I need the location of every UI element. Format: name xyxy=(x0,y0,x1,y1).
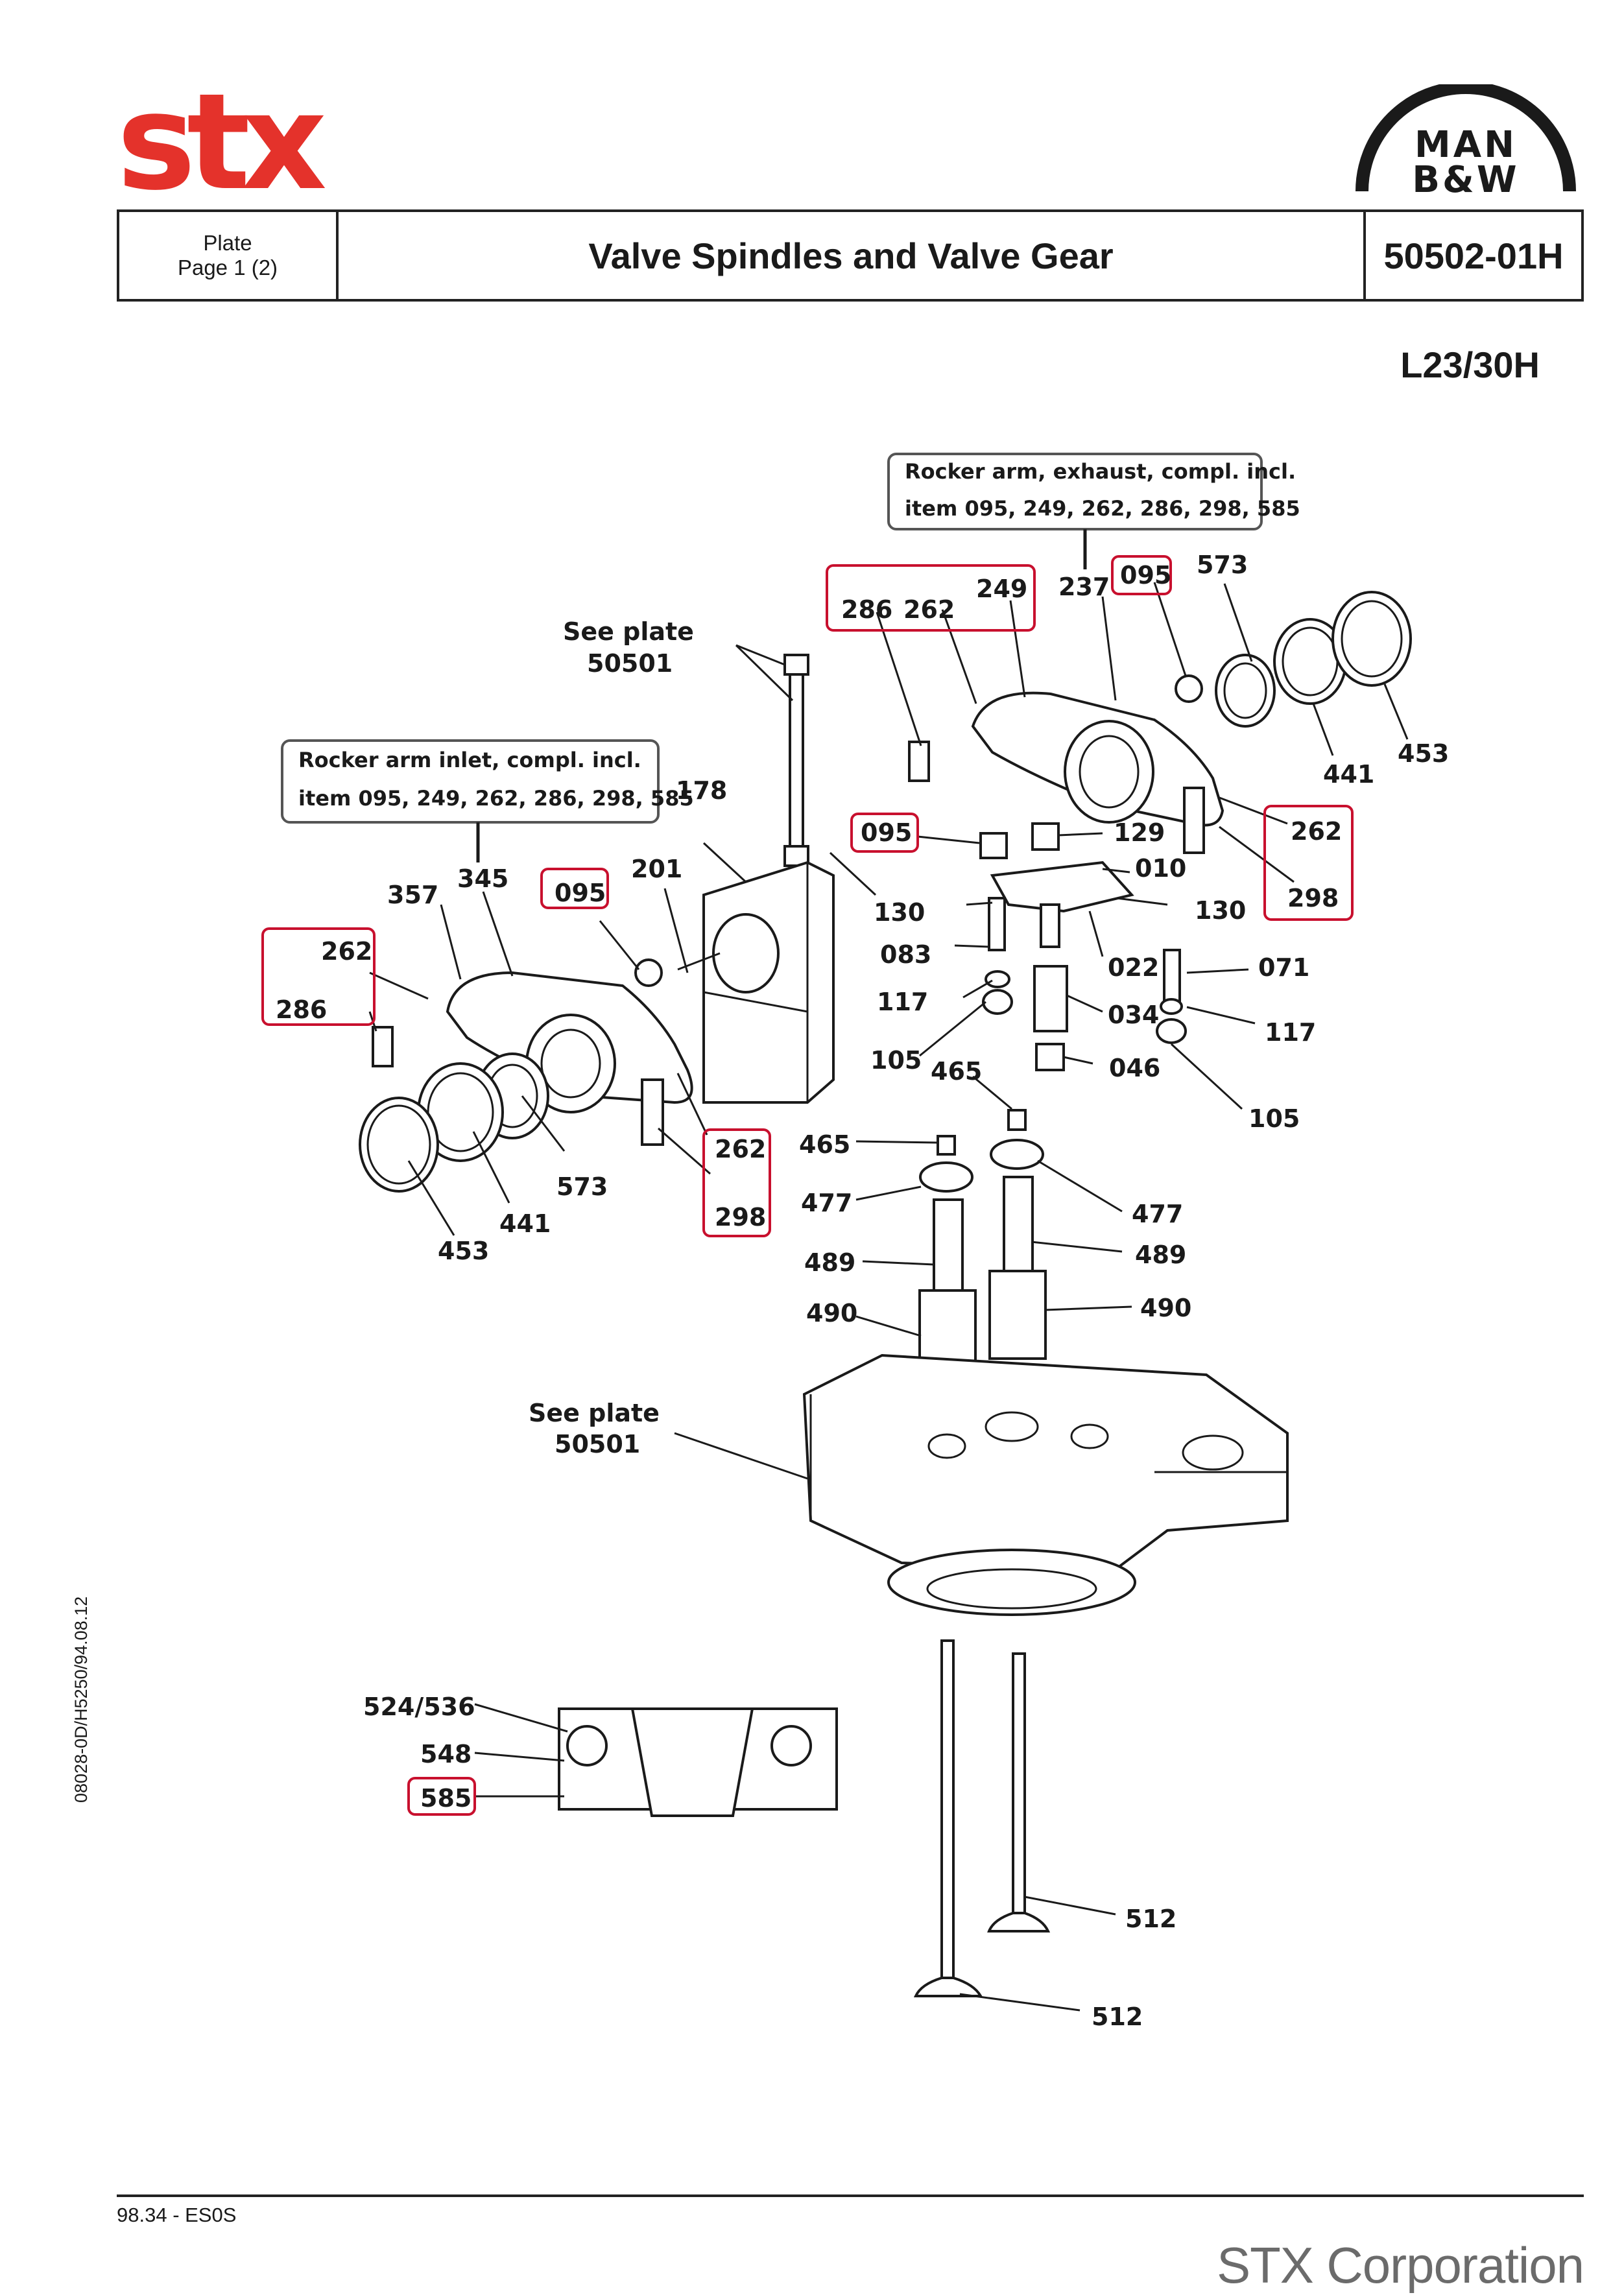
label-441: 441 xyxy=(1323,760,1374,789)
page-label: Page 1 (2) xyxy=(177,256,278,279)
rocker-bracket xyxy=(702,861,835,1104)
exhaust-note-line2: item 095, 249, 262, 286, 298, 585 xyxy=(905,496,1300,521)
label-117: 117 xyxy=(877,988,928,1016)
label-034: 034 xyxy=(1108,1001,1159,1029)
see-plate-top-1: See plate xyxy=(563,617,694,646)
man-logo-line2: B&W xyxy=(1412,159,1519,198)
label-262: 262 xyxy=(715,1135,766,1163)
footer-code: 98.34 - ES0S xyxy=(117,2204,237,2226)
label-345: 345 xyxy=(457,864,508,893)
footer-divider xyxy=(117,2194,1584,2197)
label-105: 105 xyxy=(870,1046,922,1075)
cylinder-head xyxy=(802,1353,1289,1616)
label-262: 262 xyxy=(321,937,372,966)
label-083: 083 xyxy=(880,940,931,969)
label-095: 095 xyxy=(555,879,606,907)
label-512: 512 xyxy=(1125,1905,1176,1933)
label-237: 237 xyxy=(1058,573,1110,601)
label-477: 477 xyxy=(1132,1200,1183,1228)
see-plate-top-2: 50501 xyxy=(587,649,673,678)
inlet-note-line1: Rocker arm inlet, compl. incl. xyxy=(298,748,641,772)
plate-label: Plate xyxy=(203,231,252,255)
label-130: 130 xyxy=(1195,896,1246,925)
valve-seat-section xyxy=(558,1707,838,1817)
man-logo-line1: MAN xyxy=(1415,124,1517,166)
label-010: 010 xyxy=(1135,854,1186,883)
label-178: 178 xyxy=(676,776,727,805)
company-name: STX Corporation xyxy=(1217,2237,1584,2294)
stx-logo: stx xyxy=(117,91,335,201)
label-489: 489 xyxy=(804,1248,855,1277)
exhaust-bearing-rings xyxy=(1215,591,1412,728)
stx-logo-text: stx xyxy=(117,91,326,201)
label-489: 489 xyxy=(1135,1241,1186,1269)
exhaust-note-box xyxy=(887,453,1263,530)
label-298: 298 xyxy=(1287,884,1339,912)
see-plate-mid-2: 50501 xyxy=(555,1430,640,1458)
label-585: 585 xyxy=(420,1784,472,1813)
label-453: 453 xyxy=(438,1237,489,1265)
bridge-spring-stack xyxy=(982,897,1187,1071)
label-465: 465 xyxy=(931,1057,982,1086)
label-524-536: 524/536 xyxy=(363,1693,475,1721)
document-reference-code: 08028-0D/H5250/94.08.12 xyxy=(71,1596,91,1803)
label-441: 441 xyxy=(499,1209,551,1238)
inlet-bearing-rings xyxy=(359,1052,549,1193)
label-262: 262 xyxy=(1291,817,1342,846)
label-573: 573 xyxy=(1197,551,1248,579)
plate-code: 50502-01H xyxy=(1383,235,1564,276)
label-465: 465 xyxy=(799,1130,850,1159)
label-453: 453 xyxy=(1398,739,1449,768)
label-286: 286 xyxy=(841,595,892,624)
valve-springs xyxy=(918,1109,1047,1376)
label-357: 357 xyxy=(387,881,438,909)
label-286: 286 xyxy=(276,995,327,1024)
label-298: 298 xyxy=(715,1203,766,1231)
label-046: 046 xyxy=(1109,1054,1160,1082)
label-490: 490 xyxy=(1140,1294,1191,1322)
label-071: 071 xyxy=(1258,953,1309,982)
valve-spindles xyxy=(913,1639,1051,1997)
title-block: Plate Page 1 (2) Valve Spindles and Valv… xyxy=(117,209,1584,302)
plate-cell: Plate Page 1 (2) xyxy=(119,212,339,299)
see-plate-mid-1: See plate xyxy=(529,1399,660,1427)
label-477: 477 xyxy=(801,1189,852,1217)
label-262: 262 xyxy=(903,595,955,624)
label-573: 573 xyxy=(556,1172,608,1201)
label-022: 022 xyxy=(1108,953,1159,982)
label-129: 129 xyxy=(1114,818,1165,847)
inlet-note-box xyxy=(281,739,660,824)
leader-lines xyxy=(368,582,1409,2012)
valve-bridge xyxy=(979,822,1134,948)
label-105: 105 xyxy=(1248,1104,1300,1133)
label-249: 249 xyxy=(976,575,1027,603)
engine-model: L23/30H xyxy=(1400,344,1540,385)
exhaust-note-line1: Rocker arm, exhaust, compl. incl. xyxy=(905,459,1296,484)
label-095: 095 xyxy=(861,818,912,847)
highlight-boxes xyxy=(261,555,1354,1816)
label-512: 512 xyxy=(1092,2003,1143,2031)
label-201: 201 xyxy=(631,855,682,883)
push-rod xyxy=(783,654,809,867)
part-labels: 286 262 249 237 095 573 453 441 178 095 … xyxy=(276,551,1449,2031)
label-117: 117 xyxy=(1265,1018,1316,1047)
man-bw-logo: MAN B&W xyxy=(1355,84,1576,198)
label-095: 095 xyxy=(1120,561,1171,589)
label-490: 490 xyxy=(806,1299,857,1327)
exhaust-rocker-arm xyxy=(908,674,1224,854)
label-130: 130 xyxy=(874,898,925,927)
label-548: 548 xyxy=(420,1740,472,1768)
page-title: Valve Spindles and Valve Gear xyxy=(339,212,1366,299)
inlet-note-line2: item 095, 249, 262, 286, 298, 585 xyxy=(298,786,694,811)
